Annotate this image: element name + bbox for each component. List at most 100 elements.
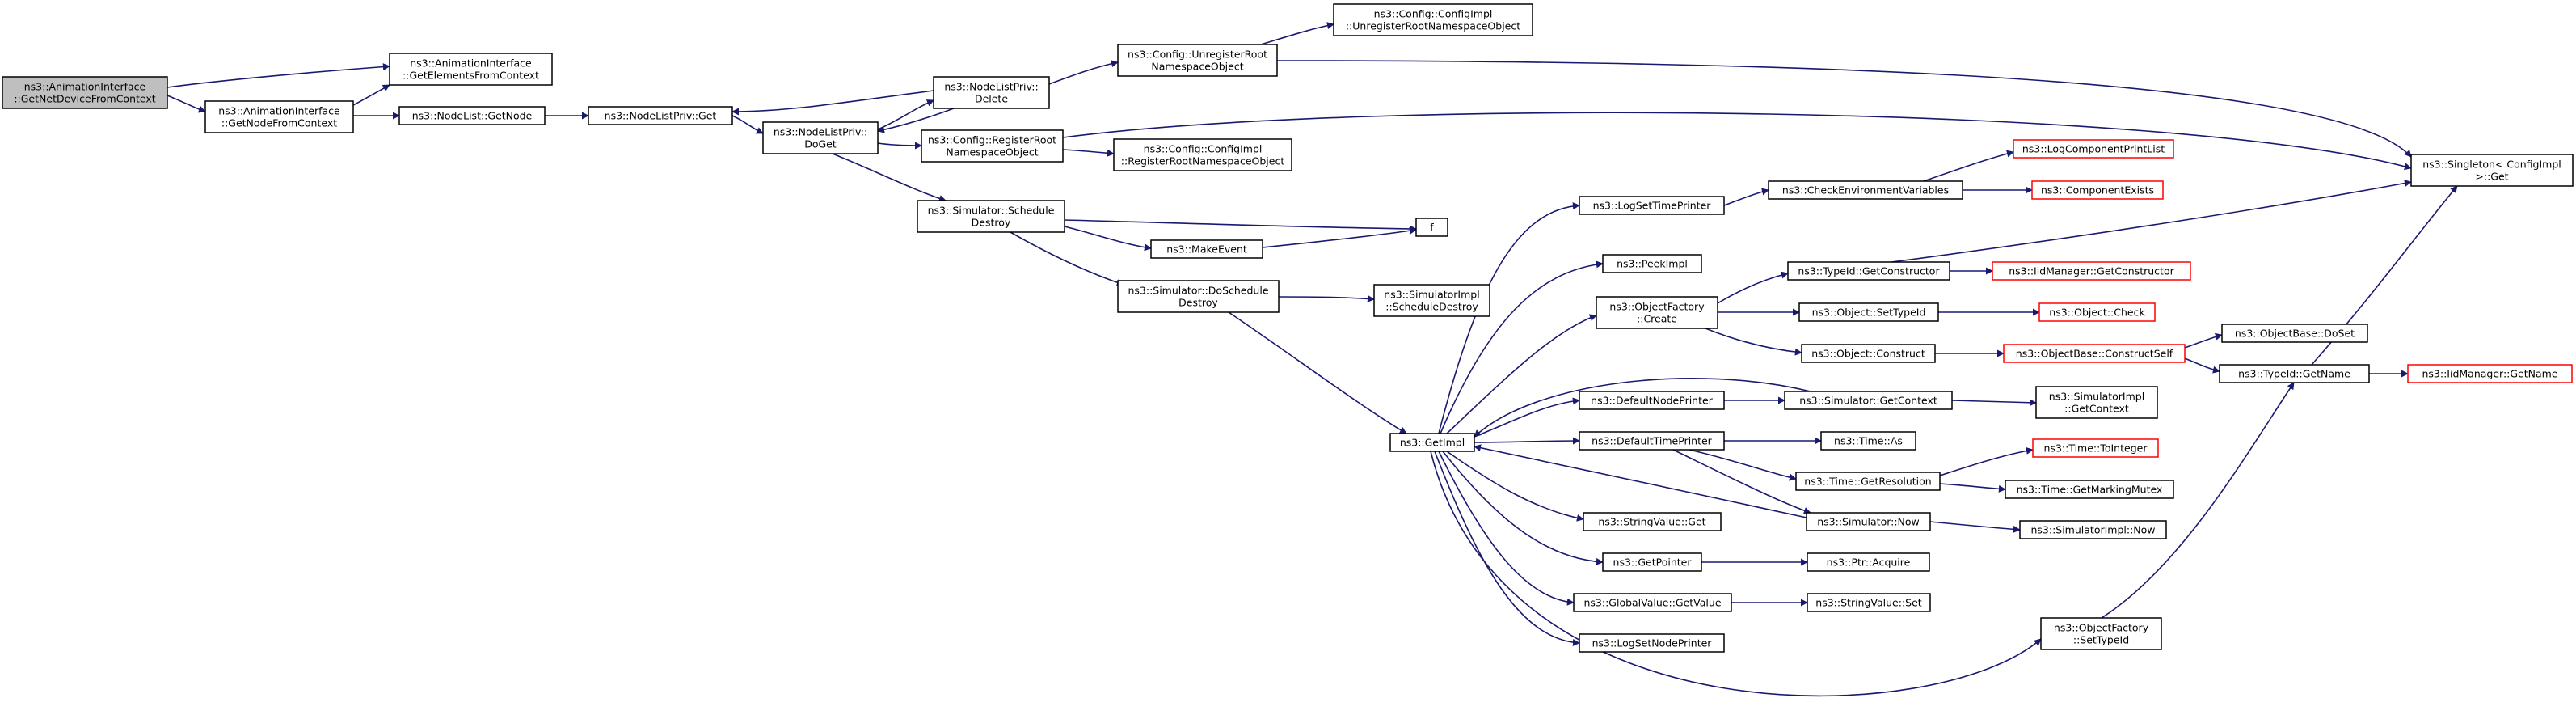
node-box [204,100,354,133]
nodes-layer: ns3::AnimationInterface::GetNetDeviceFro… [2,3,2574,653]
node-box [1150,239,1263,259]
edge-logSetTimePrinter-to-checkEnvVars [1723,188,1769,206]
node-box [398,106,546,125]
node-timeGetMarkingMutex[interactable]: ns3::Time::GetMarkingMutex [2005,480,2174,499]
edge-checkEnvVars-to-logCompPrintList [1923,150,2014,182]
node-defNodePrinter[interactable]: ns3::DefaultNodePrinter [1579,391,1725,410]
node-box [1373,284,1490,317]
node-label-line: ns3::Object::Construct [1811,348,1925,360]
node-makeEvent[interactable]: ns3::MakeEvent [1150,239,1263,259]
node-objSetTypeId[interactable]: ns3::Object::SetTypeId [1798,302,1939,322]
node-objBaseDoSet[interactable]: ns3::ObjectBase::DoSet [2221,324,2368,343]
node-iidGetName[interactable]: ns3::IidManager::GetName [2407,364,2573,383]
node-stringValueSet[interactable]: ns3::StringValue::Set [1807,593,1931,612]
node-getNodeFromCtx[interactable]: ns3::AnimationInterface::GetNodeFromCont… [204,100,354,133]
edge-nlpGet-to-nlpDoGet [731,115,764,134]
node-cfgImplUnreg[interactable]: ns3::Config::ConfigImpl::UnregisterRootN… [1333,3,1533,36]
node-label-line: ns3::ComponentExists [2041,184,2154,197]
node-nodeListGetNode[interactable]: ns3::NodeList::GetNode [398,106,546,125]
node-getImpl[interactable]: ns3::GetImpl [1389,433,1475,452]
node-logSetTimePrinter[interactable]: ns3::LogSetTimePrinter [1579,196,1725,215]
node-label-line: ns3::Ptr::Acquire [1827,556,1911,569]
node-globalValueGetValue[interactable]: ns3::GlobalValue::GetValue [1573,593,1732,612]
edge-schedDestroy-to-makeEvent [1064,226,1152,252]
node-box [1573,593,1732,612]
node-label-line: ns3::Config::ConfigImpl [1144,143,1263,155]
node-box [1784,391,1953,410]
node-ptrAcquire[interactable]: ns3::Ptr::Acquire [1807,552,1930,572]
node-label-line: >::Get [2475,171,2508,183]
node-iidGetCtor[interactable]: ns3::IidManager::GetConstructor [1992,261,2191,281]
node-label-line: ns3::Simulator::Schedule [928,205,1055,217]
node-defTimePrinter[interactable]: ns3::DefaultTimePrinter [1579,431,1725,451]
node-timeToInteger[interactable]: ns3::Time::ToInteger [2032,438,2159,458]
node-label-line: ::SetTypeId [2073,634,2129,646]
edge-timeGetRes-to-timeGetMarkingMutex [1939,483,2006,493]
node-label-line: ns3::NodeListPriv:: [944,81,1038,93]
node-simImplSchedDestroy[interactable]: ns3::SimulatorImpl::ScheduleDestroy [1373,284,1490,317]
node-root[interactable]: ns3::AnimationInterface::GetNetDeviceFro… [2,76,168,109]
edge-doSchedDestroy-to-getImpl [1228,311,1407,434]
node-peekImpl[interactable]: ns3::PeekImpl [1602,254,1702,273]
node-box [1787,261,1950,281]
node-box [921,129,1064,163]
node-box [2013,139,2174,159]
node-cfgImplReg[interactable]: ns3::Config::ConfigImpl::RegisterRootNam… [1113,138,1292,171]
edge-objBaseConstructSelf-to-typeIdGetName [2184,358,2220,374]
node-objCheck[interactable]: ns3::Object::Check [2038,302,2156,322]
node-getElements[interactable]: ns3::AnimationInterface::GetElementsFrom… [389,53,553,86]
node-box [588,106,733,125]
node-label-line: ns3::Time::GetMarkingMutex [2017,484,2163,496]
node-box [1579,633,1725,653]
node-box [2219,364,2370,383]
node-label-line: ns3::StringValue::Get [1598,516,1705,528]
node-checkEnvVars[interactable]: ns3::CheckEnvironmentVariables [1768,180,1963,200]
node-nlpDelete[interactable]: ns3::NodeListPriv::Delete [933,76,1050,109]
node-box [917,200,1065,233]
node-nlpDoGet[interactable]: ns3::NodeListPriv::DoGet [762,121,879,154]
node-box [389,53,553,86]
node-label-line: Destroy [1178,297,1218,309]
edge-nlpDelete-to-nlpGet [731,90,934,116]
node-typeIdGetName[interactable]: ns3::TypeId::GetName [2219,364,2370,383]
node-objConstruct[interactable]: ns3::Object::Construct [1801,344,1936,363]
node-label-line: ns3::TypeId::GetName [2238,368,2350,380]
node-timeAs[interactable]: ns3::Time::As [1820,431,1916,451]
node-logCompPrintList[interactable]: ns3::LogComponentPrintList [2013,139,2174,159]
edge-nlpDoGet-to-cfgReg [877,142,922,150]
node-box [933,76,1050,109]
edge-defTimePrinter-to-simNow [1672,449,1811,514]
node-objFactorySetTypeId[interactable]: ns3::ObjectFactory::SetTypeId [2040,617,2162,650]
node-box [1113,138,1292,171]
node-simImplNow[interactable]: ns3::SimulatorImpl::Now [2019,520,2167,539]
node-singletonGet[interactable]: ns3::Singleton< ConfigImpl>::Get [2410,154,2574,187]
node-cfgUnreg[interactable]: ns3::Config::UnregisterRootNamespaceObje… [1117,44,1278,77]
node-schedDestroy[interactable]: ns3::Simulator::ScheduleDestroy [917,200,1065,233]
edge-cfgReg-to-singletonGet [1062,112,2412,171]
node-nlpGet[interactable]: ns3::NodeListPriv::Get [588,106,733,125]
node-timeGetRes[interactable]: ns3::Time::GetResolution [1795,472,1941,491]
node-cfgReg[interactable]: ns3::Config::RegisterRootNamespaceObject [921,129,1064,163]
node-simImplGetContext[interactable]: ns3::SimulatorImpl::GetContext [2035,386,2158,419]
node-logSetNodePrinter[interactable]: ns3::LogSetNodePrinter [1579,633,1725,653]
node-box [1602,552,1702,572]
node-label-line: ns3::ObjectBase::DoSet [2235,328,2355,340]
node-stringValueGet[interactable]: ns3::StringValue::Get [1583,512,1722,531]
node-objFactoryCreate[interactable]: ns3::ObjectFactory::Create [1596,296,1718,329]
node-simGetContext[interactable]: ns3::Simulator::GetContext [1784,391,1953,410]
node-label-line: ns3::LogComponentPrintList [2022,143,2165,155]
node-typeIdGetCtor[interactable]: ns3::TypeId::GetConstructor [1787,261,1950,281]
node-objBaseConstructSelf[interactable]: ns3::ObjectBase::ConstructSelf [2003,344,2186,363]
node-box [2003,344,2186,363]
edge-simNow-to-getImpl [1474,444,1807,518]
edge-nlpDoGet-to-schedDestroy [832,153,947,202]
node-box [1798,302,1939,322]
node-getPointer[interactable]: ns3::GetPointer [1602,552,1702,572]
node-compExists[interactable]: ns3::ComponentExists [2031,180,2164,200]
node-box [2019,520,2167,539]
node-simNow[interactable]: ns3::Simulator::Now [1806,512,1931,531]
node-box [2032,438,2159,458]
node-label-line: Delete [975,93,1008,105]
node-f[interactable]: f [1415,218,1448,237]
